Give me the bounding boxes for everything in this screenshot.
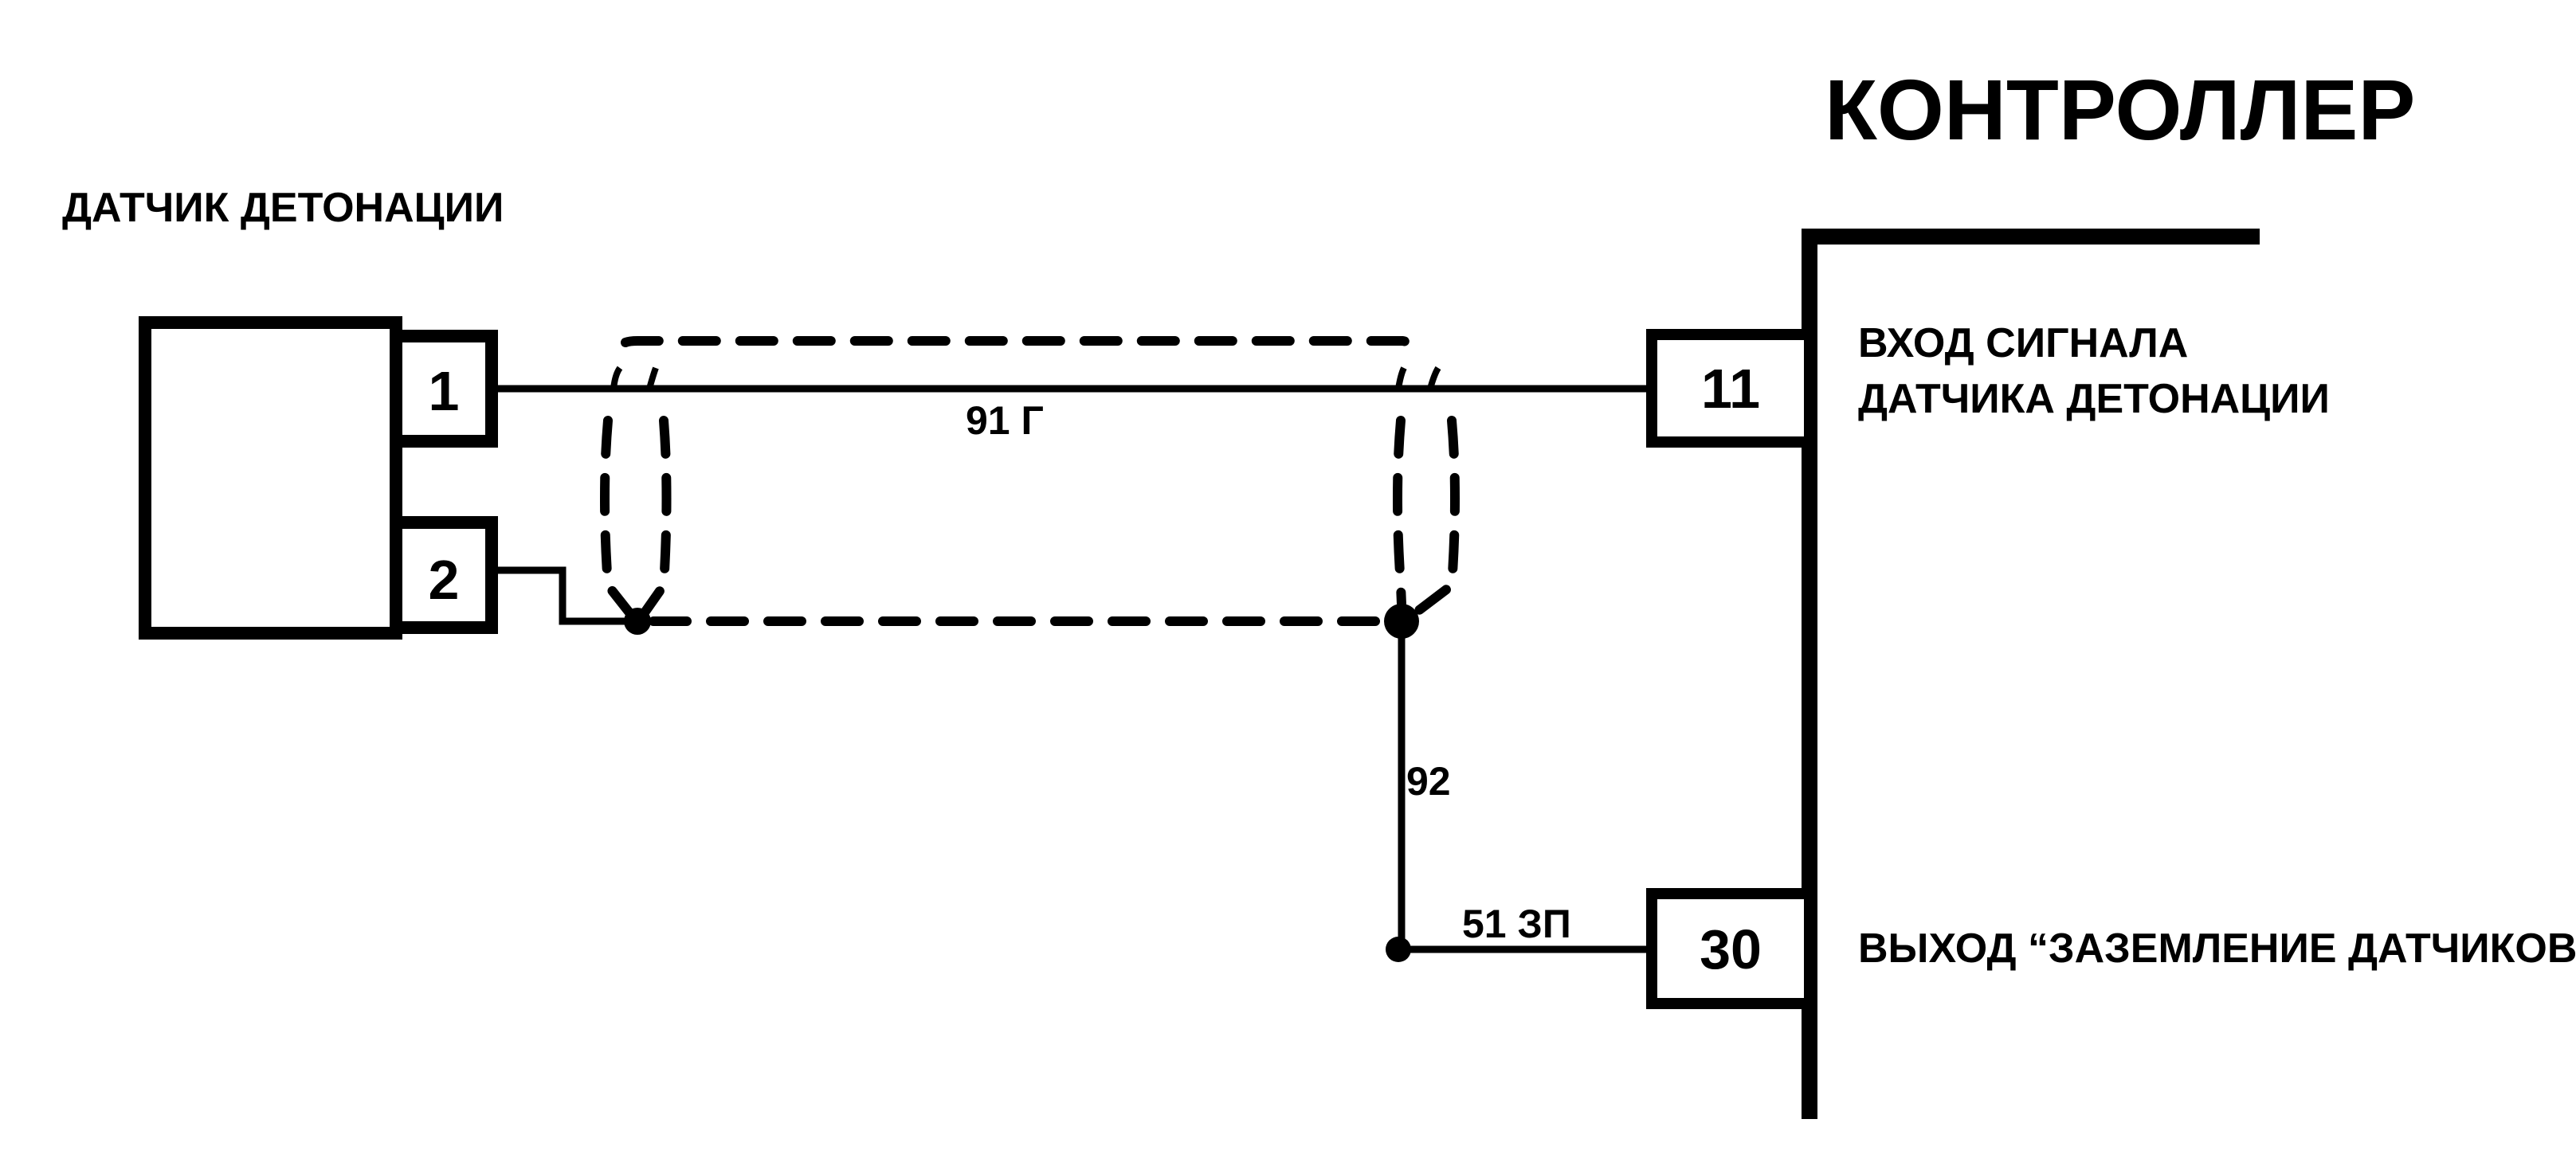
wire-51zp-label: 51 ЗП [1462,902,1571,946]
controller-pin-11-label: 11 [1701,358,1760,420]
shield-left-outer [600,416,642,628]
shield-left-inner [633,416,672,628]
controller-pin-30-label: 30 [1700,918,1762,980]
shield-contact-marks [610,366,1441,390]
sensor-title: ДАТЧИК ДЕТОНАЦИИ [62,185,504,231]
controller-pin-30-desc: ВЫХОД “ЗАЗЕМЛЕНИЕ ДАТЧИКОВ” [1858,925,2576,972]
controller-pin-11-desc-line2: ДАТЧИКА ДЕТОНАЦИИ [1858,376,2330,422]
shield-right-outer [1393,416,1407,628]
controller-pin-30-box [1646,888,1815,1009]
controller: 11 ВХОД СИГНАЛА ДАТЧИКА ДЕТОНАЦИИ 30 ВЫХ… [1646,229,2576,1119]
wire-91g-label: 91 Г [966,398,1044,443]
wire-92-label: 92 [1406,759,1451,804]
shield-right-inner [1398,416,1460,628]
knock-sensor: 1 2 [139,316,498,640]
controller-title: КОНТРОЛЛЕР [1825,61,2415,158]
sensor-pin-2-box [390,516,498,634]
sensor-body [139,316,402,640]
sensor-pin-1-label: 1 [429,360,460,422]
cable-shield [600,336,1460,628]
junction-left [624,608,651,635]
controller-boundary [1802,229,2260,1119]
sensor-pin-2-label: 2 [429,549,460,611]
sensor-pin-1-box [390,330,498,448]
shield-top-dashed [621,336,1417,355]
wire-sensor-ground [492,566,637,625]
controller-pin-11-box [1646,329,1815,448]
controller-pin-11-desc-line1: ВХОД СИГНАЛА [1858,320,2188,366]
